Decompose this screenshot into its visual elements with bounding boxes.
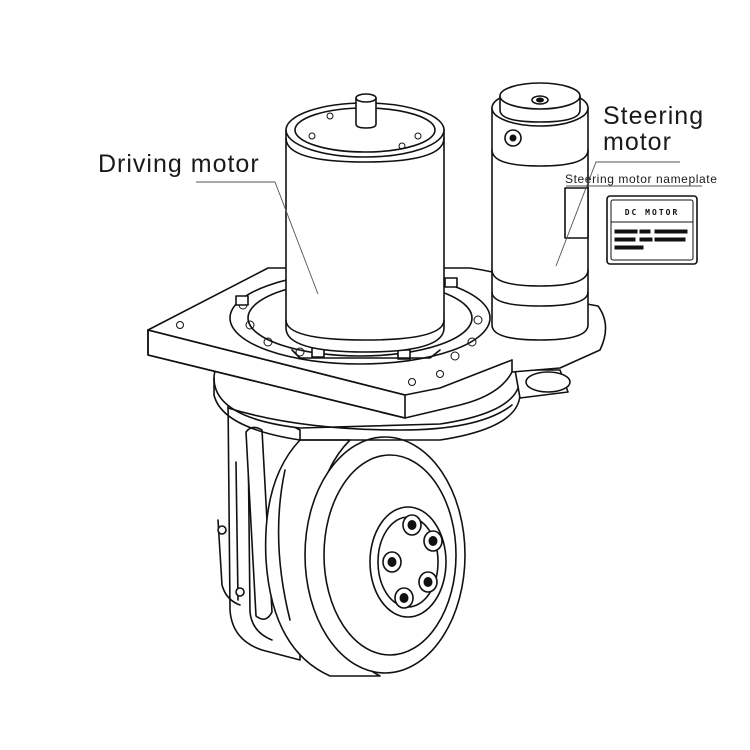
nameplate-title: DC MOTOR <box>625 208 680 217</box>
steering-motor-label-line2: motor <box>603 128 672 156</box>
driving-motor-label: Driving motor <box>98 150 260 178</box>
steering-motor <box>491 82 589 341</box>
nameplate-caption: Steering motor nameplate <box>565 172 717 186</box>
lug-nut <box>394 587 414 609</box>
lug-nut <box>423 530 443 552</box>
driving-motor <box>285 93 445 353</box>
lug-nut <box>418 571 438 593</box>
lug-nut <box>382 551 402 573</box>
steering-motor-label-line1: Steering <box>603 102 704 130</box>
driving-motor-leader <box>196 181 319 295</box>
steering-motor-nameplate: DC MOTOR <box>606 195 698 265</box>
drive-wheel <box>264 436 466 677</box>
steering-motor-leader <box>555 161 680 267</box>
lug-nut <box>402 514 422 536</box>
